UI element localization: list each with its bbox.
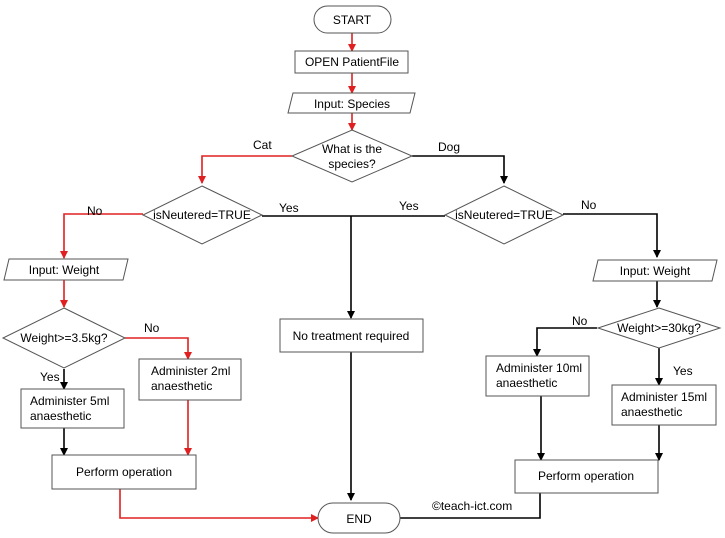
administer-10ml-box <box>485 355 590 397</box>
no-treatment-box <box>279 318 424 353</box>
edge-dogperform-end <box>385 493 541 522</box>
administer-10ml-line2: anaesthetic <box>496 376 557 390</box>
cat-perform-label: Perform operation <box>76 465 172 479</box>
no-treatment-label: No treatment required <box>293 329 410 343</box>
end-label: END <box>346 512 372 526</box>
edge-species-cat <box>198 155 292 184</box>
end-terminator <box>317 502 401 534</box>
dog-neutered-label: isNeutered=TRUE <box>455 208 553 222</box>
edge-label-cat: Cat <box>253 138 272 152</box>
dog-input-weight-label: Input: Weight <box>620 264 691 278</box>
edge-label-dogweight-yes: Yes <box>673 364 693 378</box>
administer-2ml-line2: anaesthetic <box>151 379 212 393</box>
edge-catperform-end <box>119 489 319 522</box>
administer-5ml-line1: Administer 5ml <box>30 394 109 408</box>
administer-5ml-box <box>20 388 125 429</box>
edge-label-dog-no: No <box>581 198 597 212</box>
administer-15ml-box <box>611 384 717 426</box>
cat-perform-box <box>51 454 197 490</box>
species-decision <box>290 129 414 183</box>
administer-15ml-line1: Administer 15ml <box>621 390 707 404</box>
administer-10ml-line1: Administer 10ml <box>496 361 582 375</box>
edge-dogweight-no <box>533 327 597 357</box>
edge-catweight-no <box>125 337 192 360</box>
administer-5ml-line2: anaesthetic <box>30 409 91 423</box>
administer-2ml-line1: Administer 2ml <box>151 364 230 378</box>
administer-2ml-box <box>138 358 242 401</box>
edge-label-dog-yes: Yes <box>399 199 419 213</box>
edge-label-catweight-no: No <box>144 321 160 335</box>
administer-15ml-line2: anaesthetic <box>621 405 682 419</box>
edge-label-dog: Dog <box>438 140 460 154</box>
dog-input-weight-shape <box>592 259 718 282</box>
input-species-label: Input: Species <box>314 97 390 111</box>
dog-perform-box <box>514 459 659 494</box>
edge-label-catweight-yes: Yes <box>40 370 60 384</box>
edge-label-dogweight-no: No <box>572 314 588 328</box>
cat-neutered-label: isNeutered=TRUE <box>153 208 251 222</box>
edge-label-cat-yes: Yes <box>279 201 299 215</box>
cat-weight-label: Weight>=3.5kg? <box>20 331 108 345</box>
edge-label-cat-no: No <box>87 204 103 218</box>
edge-cat-no <box>60 213 143 259</box>
open-file-box <box>294 50 409 74</box>
credit-text: ©teach-ict.com <box>432 499 512 513</box>
cat-weight-decision <box>1 307 127 369</box>
dog-neutered-decision <box>443 185 565 245</box>
input-species-shape <box>287 92 416 114</box>
cat-input-weight-label: Input: Weight <box>29 263 100 277</box>
cat-input-weight-shape <box>3 258 129 281</box>
species-question-line2: species? <box>328 157 376 171</box>
edge-species-dog <box>412 155 508 184</box>
dog-weight-decision <box>596 307 722 349</box>
dog-weight-label: Weight>=30kg? <box>617 321 701 335</box>
species-question-line1: What is the <box>322 142 382 156</box>
start-label: START <box>333 13 372 27</box>
cat-neutered-decision <box>141 185 264 245</box>
dog-perform-label: Perform operation <box>538 469 634 483</box>
edge-dog-no <box>563 213 661 258</box>
start-terminator <box>313 5 392 34</box>
open-file-label: OPEN PatientFile <box>305 55 399 69</box>
